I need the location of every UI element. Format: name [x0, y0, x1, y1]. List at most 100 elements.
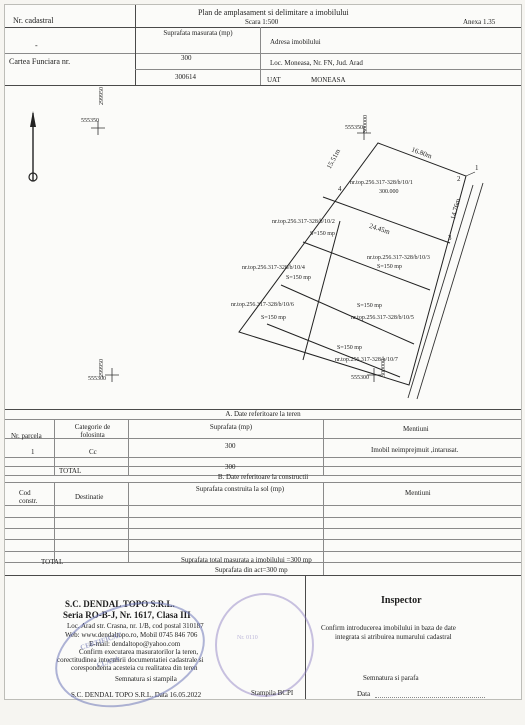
header-divider: [5, 27, 521, 28]
table-a-line: [5, 438, 521, 439]
total-label-b: TOTAL: [41, 558, 64, 566]
point-number: 2: [457, 175, 461, 183]
stamp-text: CLASA: [95, 654, 121, 670]
company-stamp-icon: Nr. 0110: [215, 593, 314, 697]
parcel-area: 300.000: [379, 189, 399, 195]
area-value: 300: [181, 54, 192, 62]
parcel-top-number: nr.top.256.317-328/b/10/4: [242, 265, 305, 271]
table-a-col: [323, 419, 324, 475]
point-number: 1: [475, 164, 479, 172]
point-number: 4: [338, 185, 342, 193]
table-a-col: [128, 419, 129, 475]
table-a-col: [54, 419, 55, 475]
nr-cadastral-label: Nr. cadastral: [13, 16, 54, 25]
stamp-text: CERTIFICAT: [79, 630, 123, 652]
stamp-number: Nr. 0110: [237, 635, 258, 641]
road-line: [416, 182, 484, 400]
table-a-title: A. Date referitoare la teren: [225, 410, 301, 418]
inspector-text: integrata si atribuirea numarului cadast…: [335, 633, 452, 641]
coord-label: 299950: [99, 359, 105, 377]
grid-cross-icon: [357, 126, 371, 140]
date-dotted-line: [375, 697, 485, 698]
parcel-plan-drawing: [28, 111, 484, 400]
coord-label: 299950: [99, 87, 105, 105]
cf-label: Cartea Funciara nr.: [9, 57, 71, 66]
parcel-division-line: [302, 241, 431, 291]
coord-label: 555350: [345, 125, 363, 131]
address-label: Adresa imobilului: [270, 38, 321, 46]
point-leader-line: [465, 171, 476, 177]
parcel-area: S=150 mp: [377, 264, 402, 270]
table-b-title: B. Date referitoare la constructii: [217, 473, 309, 481]
signature-label: Semnatura si stampila: [115, 675, 177, 683]
total-measured: Suprafata total masurata a imobilului =3…: [181, 556, 312, 564]
total-label: TOTAL: [59, 467, 82, 475]
total-act: Suprafata din act=300 mp: [215, 566, 288, 574]
cell-suprafata: 300: [225, 442, 236, 450]
table-b-line: [5, 562, 521, 563]
inspector-date-label: Data: [357, 690, 371, 698]
parcel-top-number: nr.top.256.317-328/b/10/1: [350, 180, 413, 186]
inspector-text: Confirm introducerea imobilului in baza …: [321, 624, 456, 632]
company-address: Loc. Arad str. Crasna, nr. 1/B, cod post…: [67, 622, 204, 630]
inspector-title: Inspector: [381, 595, 422, 606]
parcel-area: S=150 mp: [261, 315, 286, 321]
cf-value: 300614: [175, 73, 196, 81]
table-b-col: [128, 482, 129, 562]
point-number: 3: [448, 234, 452, 242]
parcel-division-line: [322, 196, 451, 244]
col-header-cod: Cod constr.: [19, 489, 38, 505]
inspector-signature-label: Semnatura si parafa: [363, 674, 419, 682]
table-b-line: [5, 482, 521, 483]
document-date: S.C. DENDAL TOPO S.R.L. Data 16.05.2022: [71, 691, 202, 699]
confirm-line: corespondenta acesteia cu realitatea din…: [71, 664, 198, 672]
parcel-division-line: [266, 323, 401, 378]
parcel-area: S=150 mp: [337, 345, 362, 351]
col-header-mentiuni: Mentiuni: [403, 425, 429, 433]
table-a-line: [5, 419, 521, 420]
company-series: Seria RO-B-J, Nr. 1617, Clasa III: [63, 610, 191, 620]
table-b-line: [5, 539, 521, 540]
cell-mentiuni: Imobil neimprejmuit ,intarusat.: [371, 446, 459, 454]
uat-value: MONEASA: [311, 76, 346, 84]
table-b-col: [323, 482, 324, 575]
annex-label: Anexa 1.35: [463, 18, 496, 26]
table-b-line: [5, 505, 521, 506]
company-web: Web: www.dendaltopo.ro, Mobil 0745 846 7…: [65, 631, 198, 639]
parcel-division-line: [302, 220, 341, 361]
scale: Scara 1:500: [245, 18, 279, 26]
parcel-top-number: nr.top.256.317-328/b/10/5: [351, 315, 414, 321]
nr-cadastral-value: -: [35, 41, 38, 50]
parcel-area: S=150 mp: [357, 303, 382, 309]
grid-cross-icon: [367, 368, 381, 382]
col-header-categorie: Categorie de folosinta: [74, 423, 111, 439]
parcel-outline: [238, 142, 467, 386]
total-value: 300: [225, 463, 236, 471]
col-header-mentiuni-b: Mentiuni: [405, 489, 431, 497]
coord-label: 555300: [351, 375, 369, 381]
coord-label: 300000: [363, 115, 369, 133]
road-line: [407, 184, 474, 399]
parcel-area: S=150 mp: [286, 275, 311, 281]
col-header-destinatie: Destinatie: [75, 493, 104, 501]
parcel-top-number: nr.top.256.317-328/b/10/3: [367, 255, 430, 261]
cadastral-plan-sheet: Nr. cadastral - Plan de amplasament si d…: [4, 4, 522, 725]
cell-nr-parcela: 1: [31, 448, 35, 456]
header-divider: [135, 69, 521, 70]
header-divider: [135, 5, 136, 85]
table-a-line: [5, 466, 521, 467]
parcel-division-line: [280, 284, 415, 345]
header-divider: [5, 85, 521, 86]
col-header-nr-parcela: Nr. parcela: [11, 432, 42, 440]
parcel-top-number: nr.top.256.317-328/b/10/7: [335, 357, 398, 363]
header-divider: [5, 53, 521, 54]
parcel-top-number: nr.top.256.317-328/b/10/2: [272, 219, 335, 225]
table-b-line: [5, 551, 521, 552]
table-b-line: [5, 517, 521, 518]
parcel-area: S=150 mp: [310, 231, 335, 237]
company-name: S.C. DENDAL TOPO S.R.L.: [65, 599, 175, 609]
grid-cross-icon: [105, 368, 119, 382]
table-b-line: [5, 575, 521, 576]
uat-label: UAT: [267, 76, 281, 84]
header-divider: [260, 27, 261, 85]
